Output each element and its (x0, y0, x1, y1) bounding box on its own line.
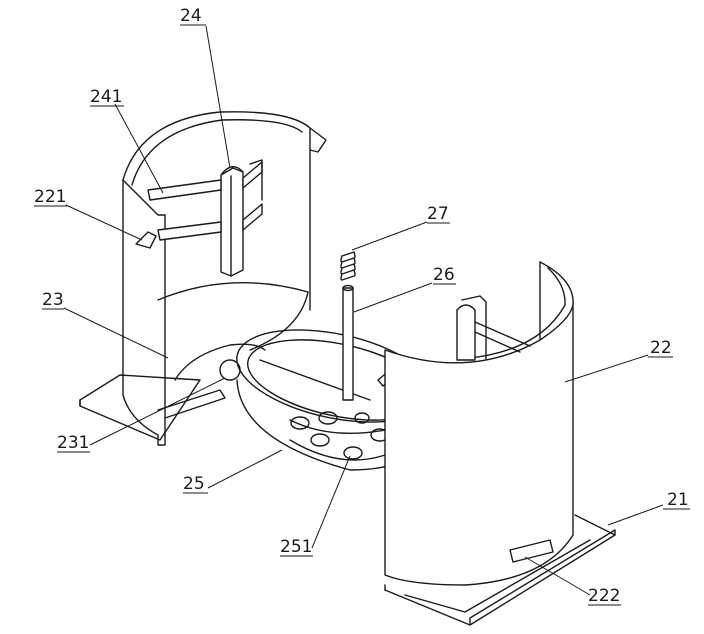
label-222: 222 (588, 586, 620, 606)
bowl-hole-6 (354, 412, 370, 424)
right-shaft (456, 304, 476, 361)
left-arm-lower (157, 221, 222, 241)
label-241: 241 (90, 87, 122, 107)
bowl-hole-2 (290, 416, 310, 430)
leader-21 (607, 504, 664, 526)
left-base-plate (79, 374, 201, 441)
right-base-edges (384, 529, 616, 626)
leader-231 (89, 377, 226, 446)
left-floor-opening (174, 343, 266, 381)
leader-241 (114, 103, 164, 194)
left-shell-floor-right (249, 291, 309, 351)
left-shaft-top (220, 166, 244, 176)
bowl-hole-3 (310, 433, 330, 447)
bowl-hole-4 (343, 446, 363, 460)
label-22: 22 (650, 338, 672, 358)
left-bottom-lip (157, 389, 226, 419)
label-231: 231 (57, 433, 89, 453)
right-arm (474, 321, 531, 353)
rod-26 (342, 287, 354, 401)
label-221: 221 (34, 187, 66, 207)
bowl-bottom (289, 439, 386, 461)
left-arm-upper-back (242, 161, 263, 189)
label-25: 25 (183, 474, 205, 494)
label-24: 24 (180, 6, 202, 26)
left-arm-upper (147, 179, 222, 201)
left-shell-wall (122, 179, 166, 446)
leader-25 (207, 449, 283, 489)
rod-top (342, 284, 354, 292)
left-shell-rim-edge (122, 179, 166, 216)
leader-23 (63, 307, 169, 359)
label-251: 251 (280, 537, 312, 557)
right-blade (461, 295, 487, 361)
left-blade-back (249, 159, 263, 201)
spring-27 (340, 251, 356, 281)
left-shell-rim (122, 111, 311, 311)
left-shell-tab (309, 127, 327, 153)
left-half-shell (79, 111, 327, 446)
right-shell-inner-rim (469, 267, 566, 359)
right-base-plate (384, 514, 616, 626)
left-shell-rim-inner (131, 119, 303, 186)
leader-22 (564, 354, 649, 383)
leader-26 (353, 282, 433, 313)
left-shell-floor (157, 282, 309, 301)
clip-221 (135, 231, 157, 249)
right-shell-top (539, 261, 574, 306)
label-27: 27 (427, 204, 449, 224)
window-222 (509, 539, 554, 563)
left-shaft (220, 167, 244, 277)
bowl-hole-1 (318, 411, 338, 425)
label-23: 23 (42, 290, 64, 310)
leader-27 (351, 221, 428, 251)
reference-labels: 24 241 221 23 231 27 26 22 25 251 21 222 (34, 6, 690, 606)
leader-24 (205, 25, 231, 169)
leader-221 (65, 204, 143, 241)
right-base-inner (404, 539, 591, 613)
leader-251 (311, 455, 351, 549)
leader-222 (524, 556, 591, 596)
right-shell-body (384, 304, 574, 586)
right-half-shell (384, 261, 616, 626)
leader-lines (63, 25, 664, 596)
label-26: 26 (433, 265, 455, 285)
left-arm-lower-back (242, 203, 263, 231)
bowl-floor (289, 419, 386, 434)
label-21: 21 (667, 490, 689, 510)
